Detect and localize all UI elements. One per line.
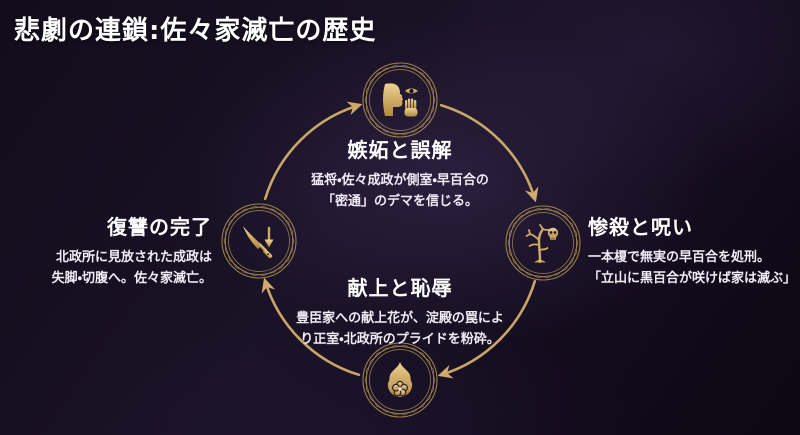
node-badge-revenge — [219, 201, 299, 281]
blade-seppuku-icon — [221, 203, 297, 279]
arc-bottom-to-left — [261, 277, 361, 377]
arc-left-to-top — [263, 101, 363, 201]
node-title: 惨殺と呪い — [588, 215, 693, 239]
node-description: 一本榎で無実の早百合を処刑。「立山に黒百合が咲けば家は滅ぶ」 — [588, 250, 797, 287]
whisper-gossip-icon — [362, 62, 438, 138]
node-text-revenge: 復讐の完了 北政所に見放された成政は失脚・切腹へ。佐々家滅亡。 — [0, 211, 212, 289]
node-description: 猛将・佐々成政が側室・早百合の「密通」のデマを信じる。 — [311, 173, 489, 210]
page-title: 悲劇の連鎖:佐々家滅亡の歴史 — [14, 16, 377, 46]
node-badge-massacre — [503, 203, 583, 283]
node-title: 復讐の完了 — [107, 215, 212, 239]
node-badge-jealousy — [360, 60, 440, 140]
node-text-offering: 献上と恥辱 豊臣家への献上花が、淀殿の罠により正室・北政所のプライドを粉砕。 — [230, 272, 570, 350]
arc-right-to-bottom — [437, 279, 537, 379]
burning-flower-icon — [362, 342, 438, 418]
node-description: 豊臣家への献上花が、淀殿の罠により正室・北政所のプライドを粉砕。 — [296, 311, 504, 348]
node-text-jealousy: 嫉妬と誤解 猛将・佐々成政が側室・早百合の「密通」のデマを信じる。 — [240, 134, 560, 212]
node-title: 献上と恥辱 — [347, 276, 453, 300]
node-title: 嫉妬と誤解 — [347, 138, 453, 162]
arc-top-to-right — [439, 103, 539, 203]
node-badge-offering — [360, 340, 440, 420]
node-description: 北政所に見放された成政は失脚・切腹へ。佐々家滅亡。 — [51, 250, 212, 287]
node-text-massacre: 惨殺と呪い 一本榎で無実の早百合を処刑。「立山に黒百合が咲けば家は滅ぶ」 — [588, 211, 800, 289]
dead-tree-skull-icon — [505, 205, 581, 281]
